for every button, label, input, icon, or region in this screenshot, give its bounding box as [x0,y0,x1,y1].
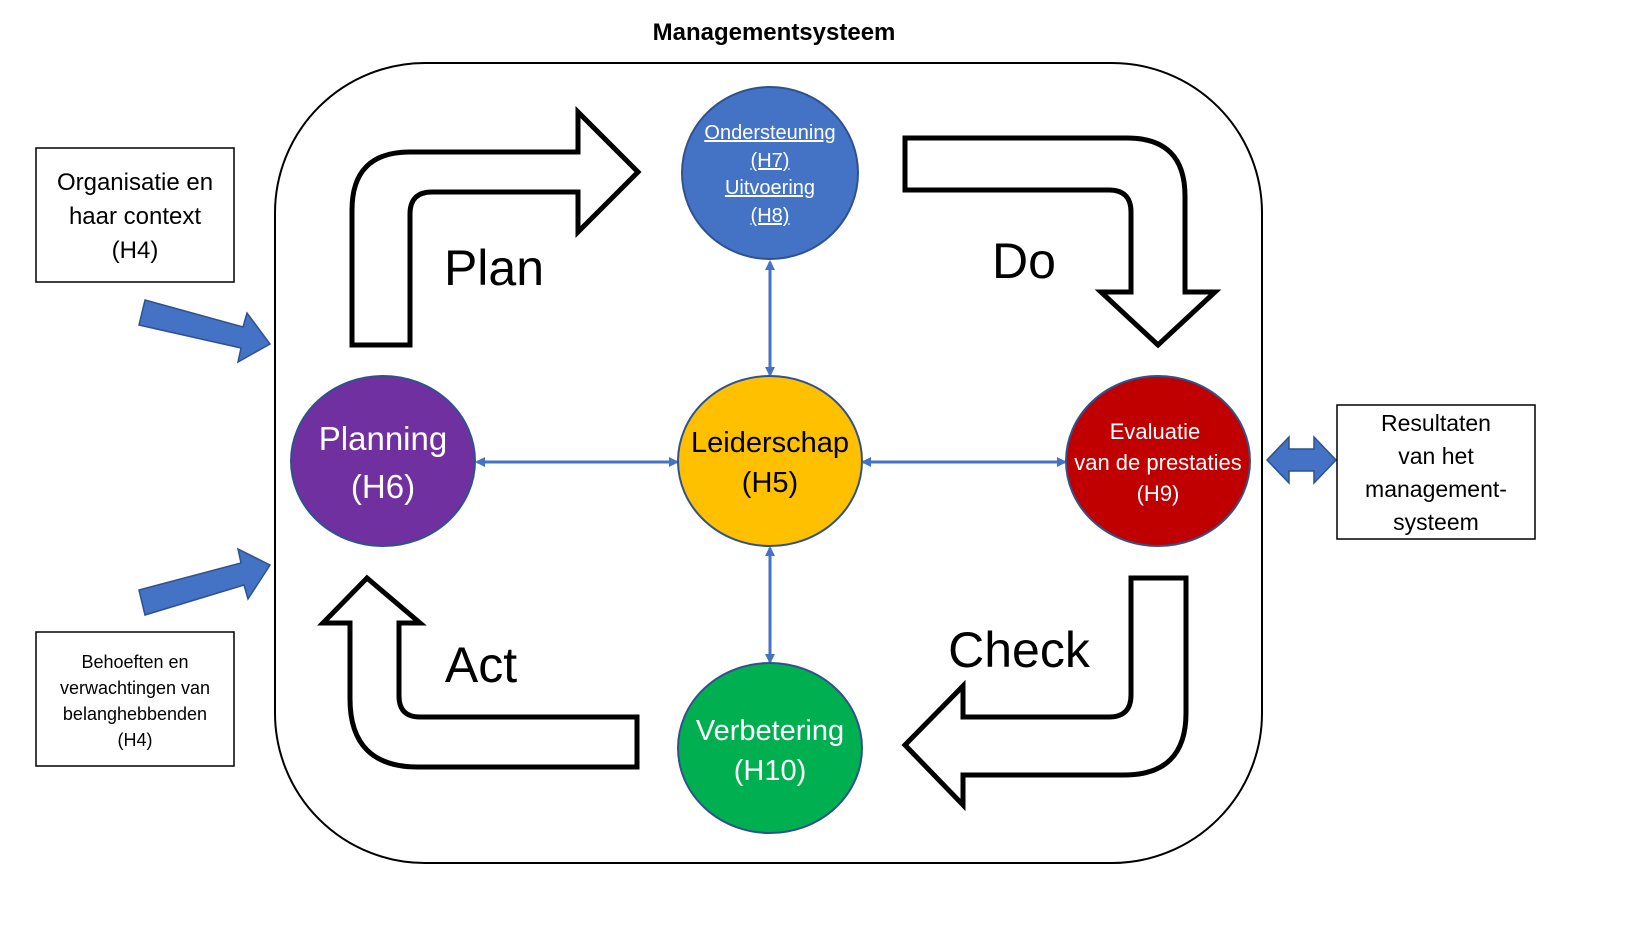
execution-chapter: (H8) [751,205,790,227]
evaluation-chapter: (H9) [1137,481,1180,506]
plan-label: Plan [444,240,544,296]
planning-node [290,375,476,547]
do-arrow [902,135,1222,349]
context-line-1: Organisatie en [57,169,213,196]
leadership-label: Leiderschap [691,427,849,459]
diagram-title: Managementsysteem [653,19,896,46]
support-execution-node [681,86,859,260]
stakeholders-line-1: Behoeften en [81,652,188,672]
planning-label: Planning [319,420,447,457]
do-label: Do [992,233,1056,289]
support-label: Ondersteuning [704,122,835,144]
results-line-2: van het [1398,443,1474,469]
evaluation-label: Evaluatie [1110,419,1201,444]
evaluation-label-2: van de prestaties [1074,450,1242,475]
improvement-label: Verbetering [696,715,844,747]
context-input-box [35,147,235,283]
act-arrow [317,574,640,770]
support-chapter: (H7) [751,150,790,172]
stakeholders-input-box [35,631,235,767]
execution-label: Uitvoering [725,177,815,199]
leadership-chapter: (H5) [742,467,798,499]
check-arrow [901,575,1189,812]
check-label: Check [948,622,1091,678]
output-double-arrow [1265,435,1338,485]
results-line-1: Resultaten [1381,410,1491,436]
improvement-node [677,662,863,834]
stakeholders-line-2: verwachtingen van [60,678,210,698]
improvement-chapter: (H10) [734,755,807,787]
stakeholders-line-3: belanghebbenden [63,704,207,724]
evaluation-node [1065,375,1251,547]
results-line-3: management- [1365,476,1507,502]
context-line-3: (H4) [112,237,159,264]
context-input-arrow [138,299,272,364]
leadership-node [677,375,863,547]
results-output-box [1336,404,1536,540]
act-label: Act [445,637,517,693]
stakeholders-input-arrow [138,547,272,616]
context-line-2: haar context [69,203,201,230]
results-line-4: systeem [1393,509,1479,535]
stakeholders-line-4: (H4) [118,730,153,750]
planning-chapter: (H6) [351,468,415,505]
plan-arrow [349,105,642,348]
